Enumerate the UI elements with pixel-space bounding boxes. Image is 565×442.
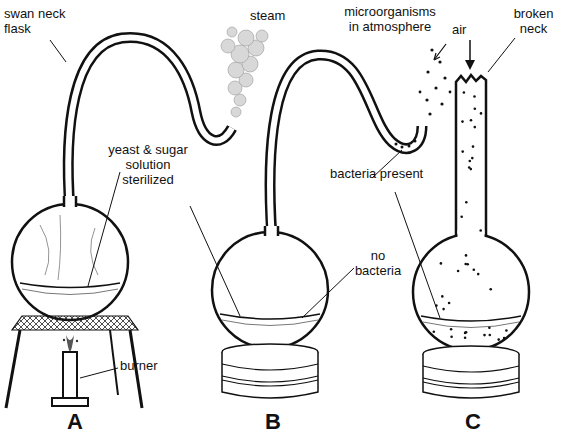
flask-letter: B — [258, 410, 288, 434]
part-label: no bacteria — [348, 248, 408, 278]
flask-b — [212, 44, 451, 398]
part-label: microorganisms in atmosphere — [340, 4, 440, 34]
part-label: yeast & sugar solution sterilized — [100, 142, 196, 187]
part-label: swan neck flask — [4, 6, 74, 36]
part-label: burner — [120, 358, 180, 373]
flask-letter: A — [60, 410, 90, 434]
part-label: steam — [250, 8, 300, 23]
flask-letter: C — [458, 410, 488, 434]
part-label: air — [452, 22, 482, 37]
flask-c — [413, 40, 529, 398]
leader-lines — [50, 38, 515, 378]
part-label: bacteria present — [330, 166, 430, 181]
part-label: broken neck — [506, 6, 561, 36]
